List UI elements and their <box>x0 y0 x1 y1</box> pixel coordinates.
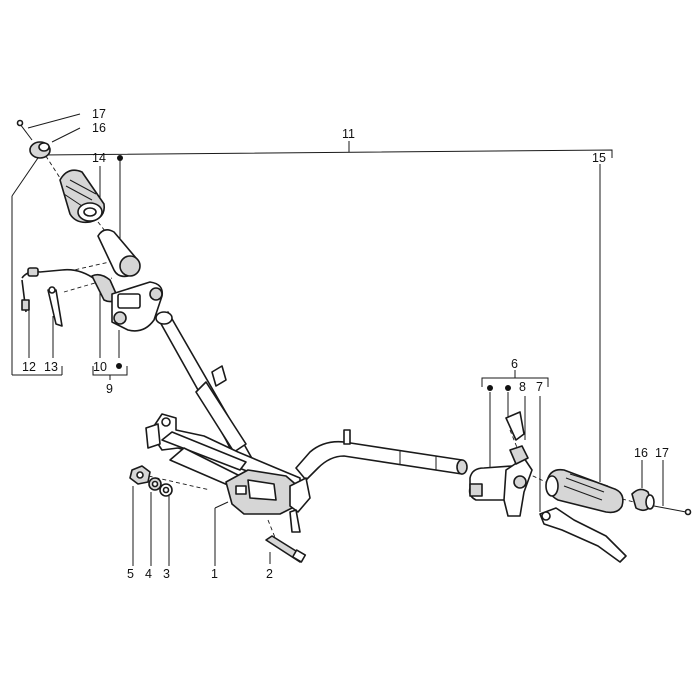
right-master-cylinder <box>468 457 533 517</box>
callout-12: 12 <box>22 360 36 374</box>
right-bar-end-weight <box>631 488 655 512</box>
left-bar-end-weight <box>29 141 51 159</box>
callout-16-top: 16 <box>92 121 106 135</box>
callout-4: 4 <box>145 567 152 581</box>
assembly-dash-lines <box>41 149 635 546</box>
callout-16-right: 16 <box>634 446 648 460</box>
left-master-cylinder <box>91 273 164 332</box>
callout-9: 9 <box>106 382 113 396</box>
callout-dots <box>116 155 511 391</box>
exploded-parts-diagram: 17 16 11 14 15 12 13 10 9 6 8 7 16 17 5 … <box>0 90 700 610</box>
right-switch-housing <box>505 411 529 465</box>
callout-2: 2 <box>266 567 273 581</box>
right-brake-lever <box>539 507 627 563</box>
washers-and-nut <box>129 465 173 497</box>
callout-15: 15 <box>592 151 606 165</box>
callout-labels: 17 16 11 14 15 12 13 10 9 6 8 7 16 17 5 … <box>22 107 669 581</box>
callout-6: 6 <box>511 357 518 371</box>
callout-1: 1 <box>211 567 218 581</box>
callout-5: 5 <box>127 567 134 581</box>
callout-11: 11 <box>342 127 355 141</box>
callout-3: 3 <box>163 567 170 581</box>
right-grip <box>545 468 624 514</box>
callout-10: 10 <box>93 360 107 374</box>
callout-17-top: 17 <box>92 107 106 121</box>
left-brake-hose <box>21 267 97 313</box>
left-grip <box>59 169 106 224</box>
callout-8: 8 <box>519 380 526 394</box>
callout-17-right: 17 <box>655 446 669 460</box>
left-brake-lever <box>47 286 63 327</box>
leader-lines <box>11 113 664 566</box>
callout-14: 14 <box>92 151 106 165</box>
frame-bolt <box>265 535 307 563</box>
diagram-canvas: 17 16 11 14 15 12 13 10 9 6 8 7 16 17 5 … <box>11 107 692 581</box>
right-bar-end-screw <box>653 505 692 516</box>
left-bar-end-screw <box>16 119 33 141</box>
left-throttle-sleeve <box>97 228 141 278</box>
callout-13: 13 <box>44 360 58 374</box>
callout-7: 7 <box>536 380 543 394</box>
handlebar-frame <box>145 311 468 533</box>
